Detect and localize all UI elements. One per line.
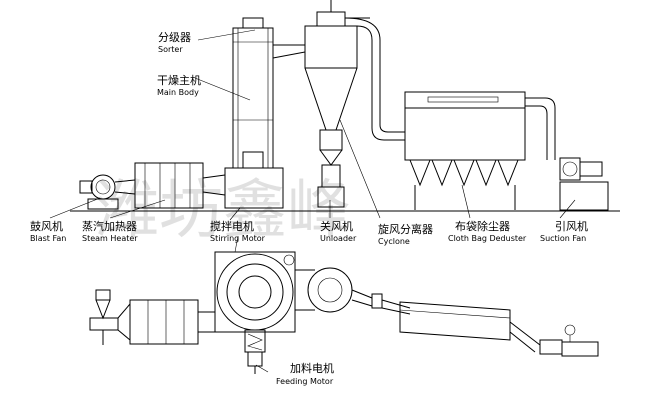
label-cyclone-en: Cyclone	[378, 237, 410, 246]
label-sorter-en: Sorter	[158, 45, 183, 54]
elevation-view	[49, 0, 620, 221]
label-feeding-motor-cn: 加料电机	[290, 361, 334, 375]
label-stirring-motor-cn: 搅拌电机	[210, 219, 254, 233]
label-unloader-en: Unloader	[320, 234, 357, 243]
label-steam-heater-cn: 蒸汽加热器	[82, 219, 137, 233]
label-cyclone-cn: 旋风分离器	[378, 222, 433, 236]
label-cloth-bag-en: Cloth Bag Deduster	[448, 234, 527, 243]
blast-fan-shape	[79, 174, 136, 210]
bag-deduster-shape	[404, 91, 556, 210]
cyclone-shape	[304, 0, 370, 208]
label-blast-fan-en: Blast Fan	[30, 234, 66, 243]
label-main-body-en: Main Body	[157, 88, 199, 97]
suction-fan-shape	[559, 157, 609, 211]
label-suction-fan-cn: 引风机	[555, 219, 588, 233]
duct-shape	[344, 17, 405, 141]
label-sorter-cn: 分级器	[158, 31, 191, 44]
labels: 分级器 Sorter 干燥主机 Main Body 鼓风机 Blast Fan …	[30, 31, 588, 386]
label-suction-fan-en: Suction Fan	[540, 234, 586, 243]
plan-view	[89, 235, 599, 374]
label-cloth-bag-cn: 布袋除尘器	[455, 219, 510, 233]
leader-lines	[49, 29, 576, 221]
label-feeding-motor-en: Feeding Motor	[276, 377, 334, 386]
main-body-shape	[224, 17, 306, 209]
steam-heater-shape	[134, 162, 226, 209]
label-blast-fan-cn: 鼓风机	[30, 219, 63, 233]
label-steam-heater-en: Steam Heater	[82, 234, 138, 243]
label-unloader-cn: 关风机	[320, 219, 353, 233]
label-stirring-motor-en: Stirring Motor	[210, 234, 266, 243]
label-main-body-cn: 干燥主机	[157, 73, 201, 87]
